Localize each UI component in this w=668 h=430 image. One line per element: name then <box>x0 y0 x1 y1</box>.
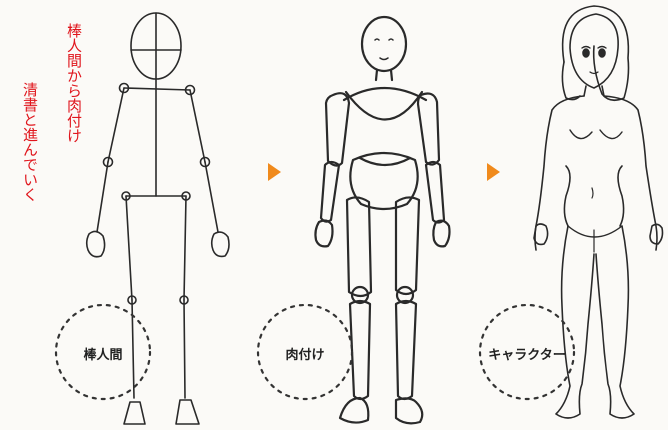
step-arrows <box>268 163 500 181</box>
arrow-right-icon <box>268 163 281 181</box>
annotation-line-1: 棒人間から肉付け <box>65 23 83 143</box>
stage-label-flesh: 肉付け <box>285 348 325 363</box>
character-figure <box>533 5 664 419</box>
stage-label-stick: 棒人間 <box>83 348 123 363</box>
flesh-figure <box>314 15 451 425</box>
stage-circle-char <box>478 303 576 401</box>
stick-figure <box>85 12 230 425</box>
arrow-right-icon <box>487 163 500 181</box>
stage-circle-flesh <box>256 303 354 401</box>
stage-circle-stick <box>54 303 152 401</box>
annotation-line-2: 清書と進んでいく <box>21 82 39 202</box>
stage-circles <box>54 303 576 401</box>
stage-label-character: キャラクター <box>488 348 566 363</box>
